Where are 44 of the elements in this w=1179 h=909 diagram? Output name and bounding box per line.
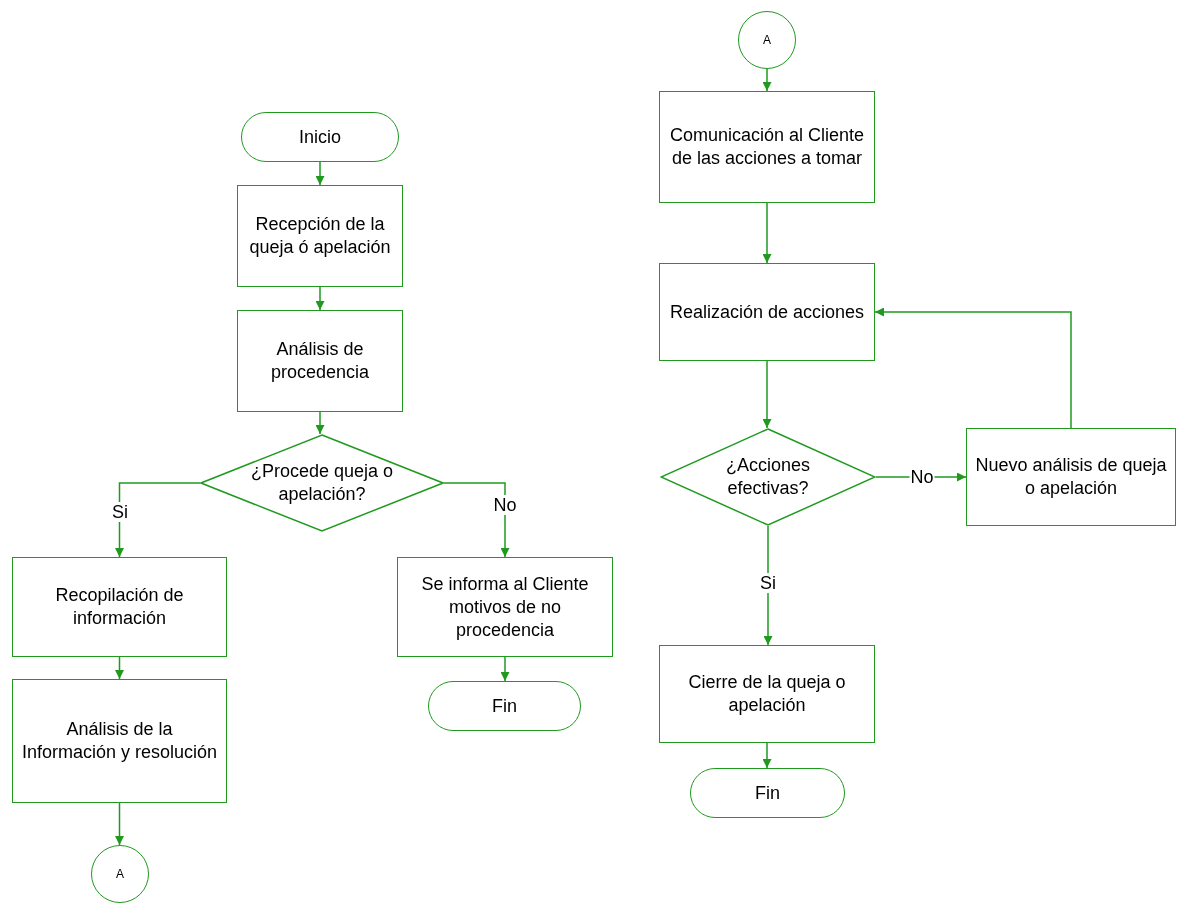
process-box (12, 557, 227, 657)
node-text: Nuevo análisis de queja o apelación (974, 454, 1168, 500)
node-text: Análisis de la Información y resolución (20, 718, 219, 764)
process-box (966, 428, 1176, 526)
arrow (315, 411, 325, 435)
process-box (659, 91, 875, 203)
arrow (762, 360, 772, 429)
process-box (397, 557, 613, 657)
arrow (500, 656, 510, 682)
edge-label: No (492, 495, 518, 515)
node-text: Cierre de la queja o apelación (687, 671, 847, 717)
node-text: Comunicación al Cliente de las acciones a tomar (668, 124, 866, 170)
process-box (659, 263, 875, 361)
arrow (115, 802, 124, 846)
terminator-shape (428, 681, 581, 731)
node-text: A (115, 865, 125, 883)
arrow (315, 161, 325, 186)
terminator-shape (241, 112, 399, 162)
node-text: Inicio (298, 125, 342, 149)
node-text: A (762, 31, 772, 49)
edge-label: Si (111, 502, 129, 522)
node-text: Análisis de procedencia (269, 338, 371, 384)
process-box (12, 679, 227, 803)
process-box (237, 310, 403, 412)
arrow (315, 286, 325, 311)
terminator-shape (690, 768, 845, 818)
node-text: ¿Acciones efectivas? (724, 454, 811, 500)
node-text: Realización de acciones (668, 300, 866, 324)
arrow (762, 742, 772, 769)
node-text: Fin (491, 694, 518, 718)
edge-label: Si (759, 573, 777, 593)
process-box (659, 645, 875, 743)
arrow (115, 656, 124, 680)
node-text: Fin (754, 781, 781, 805)
arrow (115, 482, 201, 558)
node-text: Se informa al Cliente motivos de no procedencia (420, 572, 590, 642)
arrow (762, 202, 772, 264)
node-text: ¿Procede queja o apelación? (249, 460, 395, 506)
arrow (874, 307, 1072, 429)
arrow (762, 68, 772, 92)
node-text: Recepción de la queja ó apelación (248, 213, 392, 259)
arrow (763, 525, 773, 646)
process-box (237, 185, 403, 287)
node-text: Recopilación de información (54, 584, 185, 630)
